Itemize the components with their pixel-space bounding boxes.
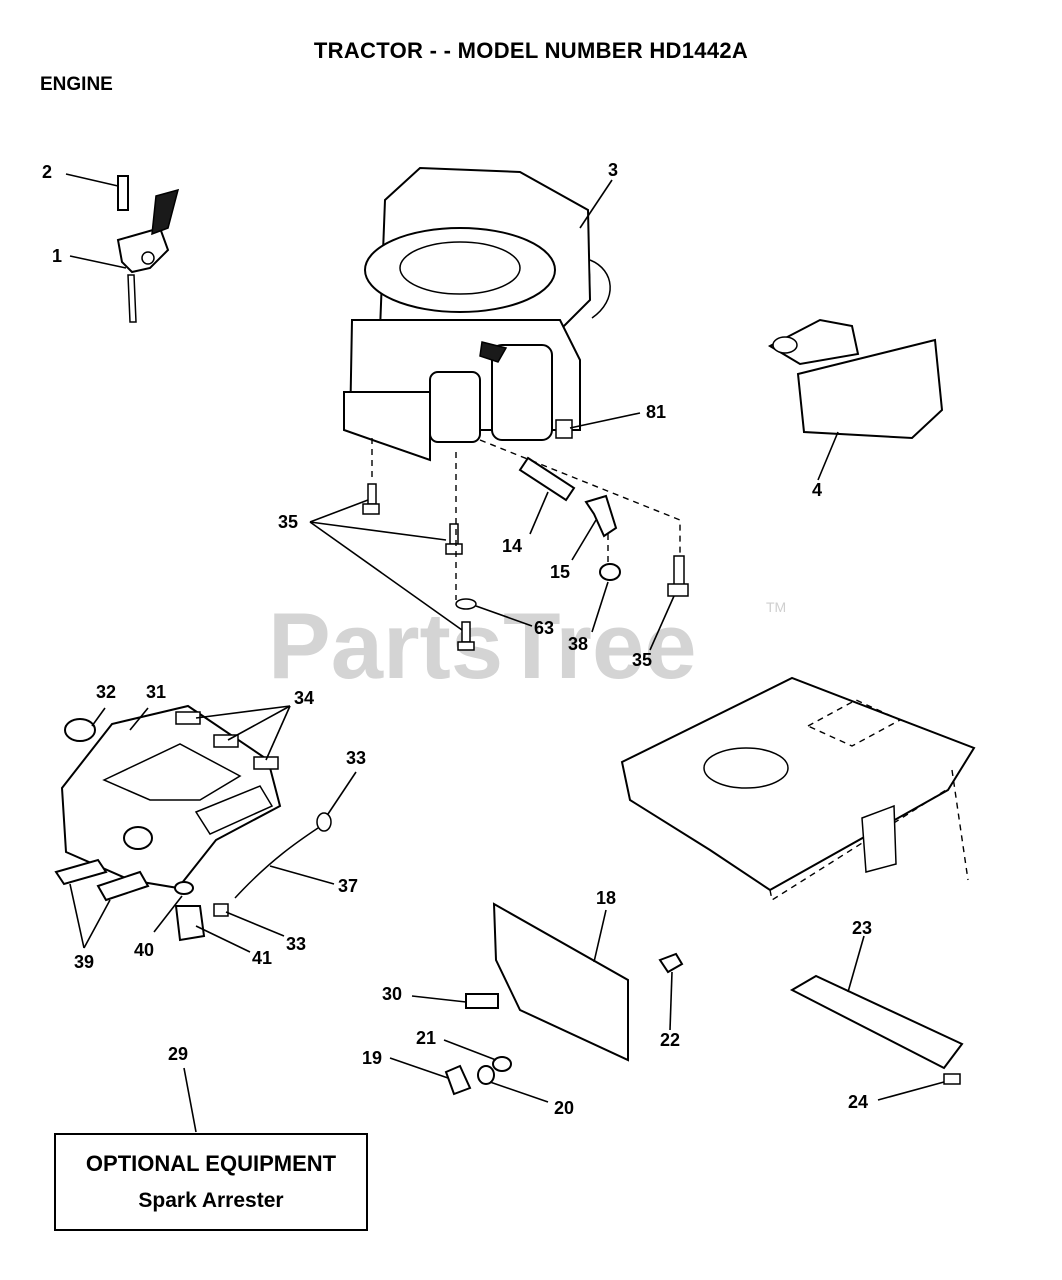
fuel-line-part[interactable]: [174, 812, 332, 942]
callout-4: 4: [812, 480, 822, 500]
optional-equipment-heading: OPTIONAL EQUIPMENT: [85, 1151, 337, 1176]
optional-equipment-box: OPTIONAL EQUIPMENT Spark Arrester: [54, 1133, 368, 1231]
throttle-control-part[interactable]: [116, 175, 180, 323]
callout-38: 38: [568, 634, 588, 654]
callout-32: 32: [96, 682, 116, 702]
callout-37: 37: [338, 876, 358, 896]
engine-hardware[interactable]: [362, 419, 689, 651]
callout-1: 1: [52, 246, 62, 266]
callout-34: 34: [294, 688, 314, 708]
callout-30: 30: [382, 984, 402, 1004]
callout-33-top: 33: [346, 748, 366, 768]
callout-39: 39: [74, 952, 94, 972]
callout-81: 81: [646, 402, 666, 422]
page-title: TRACTOR - - MODEL NUMBER HD1442A: [313, 38, 749, 63]
callout-20: 20: [554, 1098, 574, 1118]
callout-14: 14: [502, 536, 522, 556]
callout-41: 41: [252, 948, 272, 968]
callout-2: 2: [42, 162, 52, 182]
mounting-plate-part[interactable]: [620, 676, 976, 902]
watermark-trademark: TM: [766, 599, 786, 615]
section-title: ENGINE: [40, 74, 113, 95]
callout-35-left: 35: [278, 512, 298, 532]
callout-18: 18: [596, 888, 616, 908]
callout-24: 24: [848, 1092, 868, 1112]
callout-63: 63: [534, 618, 554, 638]
engine-part[interactable]: [343, 166, 611, 462]
callout-21: 21: [416, 1028, 436, 1048]
callout-35-right: 35: [632, 650, 652, 670]
callout-3: 3: [608, 160, 618, 180]
callout-15: 15: [550, 562, 570, 582]
battery-shield-part[interactable]: [789, 974, 964, 1085]
callout-29: 29: [168, 1044, 188, 1064]
callout-40: 40: [134, 940, 154, 960]
leader-lines: [65, 173, 945, 1133]
muffler-part[interactable]: [767, 318, 944, 440]
callout-23: 23: [852, 918, 872, 938]
watermark-text: PartsTree: [268, 593, 697, 698]
callout-22: 22: [660, 1030, 680, 1050]
engine-shroud-part[interactable]: [54, 704, 282, 902]
callout-33-bottom: 33: [286, 934, 306, 954]
callout-19: 19: [362, 1048, 382, 1068]
heat-shield-part[interactable]: [444, 902, 684, 1096]
optional-equipment-item: Spark Arrester: [138, 1189, 284, 1212]
callout-31: 31: [146, 682, 166, 702]
